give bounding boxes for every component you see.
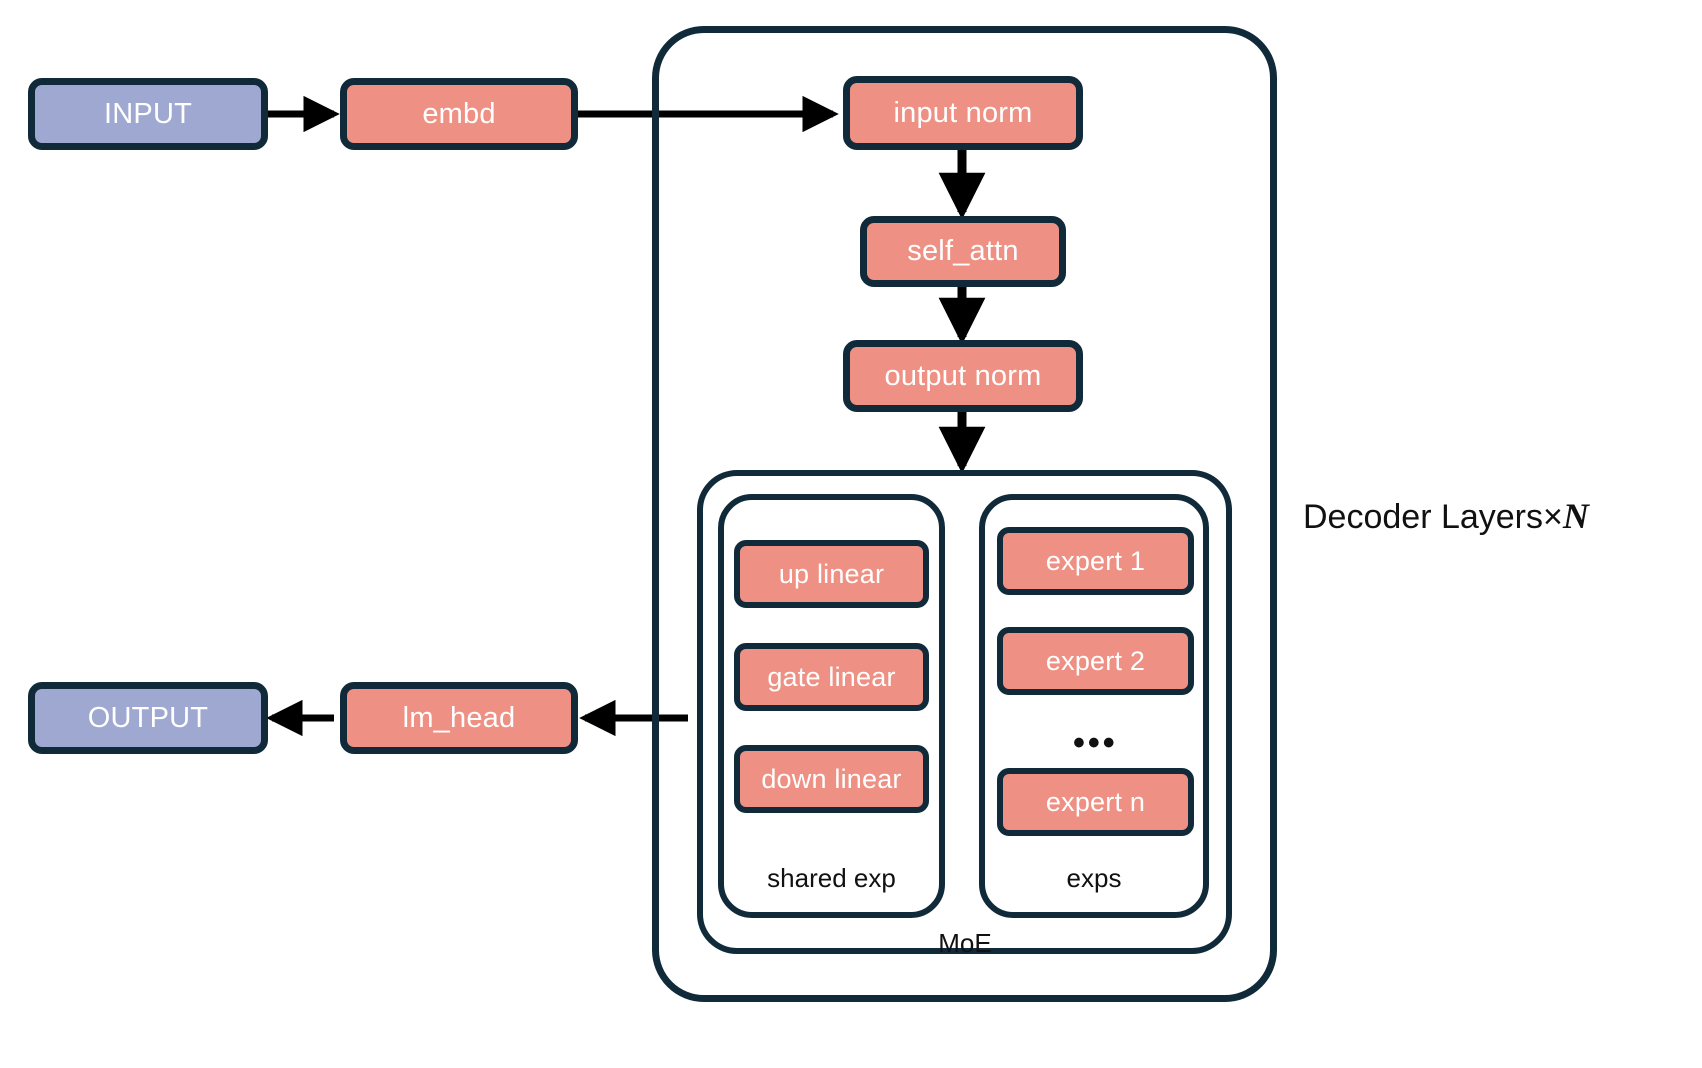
shared-expert-group <box>718 494 945 918</box>
node-output[interactable]: OUTPUT <box>28 682 268 754</box>
moe-group <box>697 470 1232 954</box>
experts-ellipsis: ••• <box>1073 724 1118 762</box>
node-input-norm[interactable]: input norm <box>843 76 1083 150</box>
node-embd[interactable]: embd <box>340 78 578 150</box>
node-self-attn[interactable]: self_attn <box>860 216 1066 287</box>
node-input[interactable]: INPUT <box>28 78 268 150</box>
node-down-linear[interactable]: down linear <box>734 745 929 813</box>
node-output-norm[interactable]: output norm <box>843 340 1083 412</box>
decoder-layers-group <box>652 26 1277 1002</box>
node-expert-n[interactable]: expert n <box>997 768 1194 836</box>
experts-label: exps <box>1066 863 1122 893</box>
node-up-linear[interactable]: up linear <box>734 540 929 608</box>
moe-label: MoE <box>938 928 992 958</box>
node-expert-1[interactable]: expert 1 <box>997 527 1194 595</box>
decoder-layers-title: Decoder Layers×N <box>1303 495 1589 537</box>
node-expert-2[interactable]: expert 2 <box>997 627 1194 695</box>
decoder-layers-title-text: Decoder Layers× <box>1303 498 1563 536</box>
experts-group <box>979 494 1209 918</box>
node-lm-head[interactable]: lm_head <box>340 682 578 754</box>
decoder-layers-count-var: N <box>1562 496 1589 536</box>
shared-expert-label: shared exp <box>767 863 896 893</box>
node-gate-linear[interactable]: gate linear <box>734 643 929 711</box>
